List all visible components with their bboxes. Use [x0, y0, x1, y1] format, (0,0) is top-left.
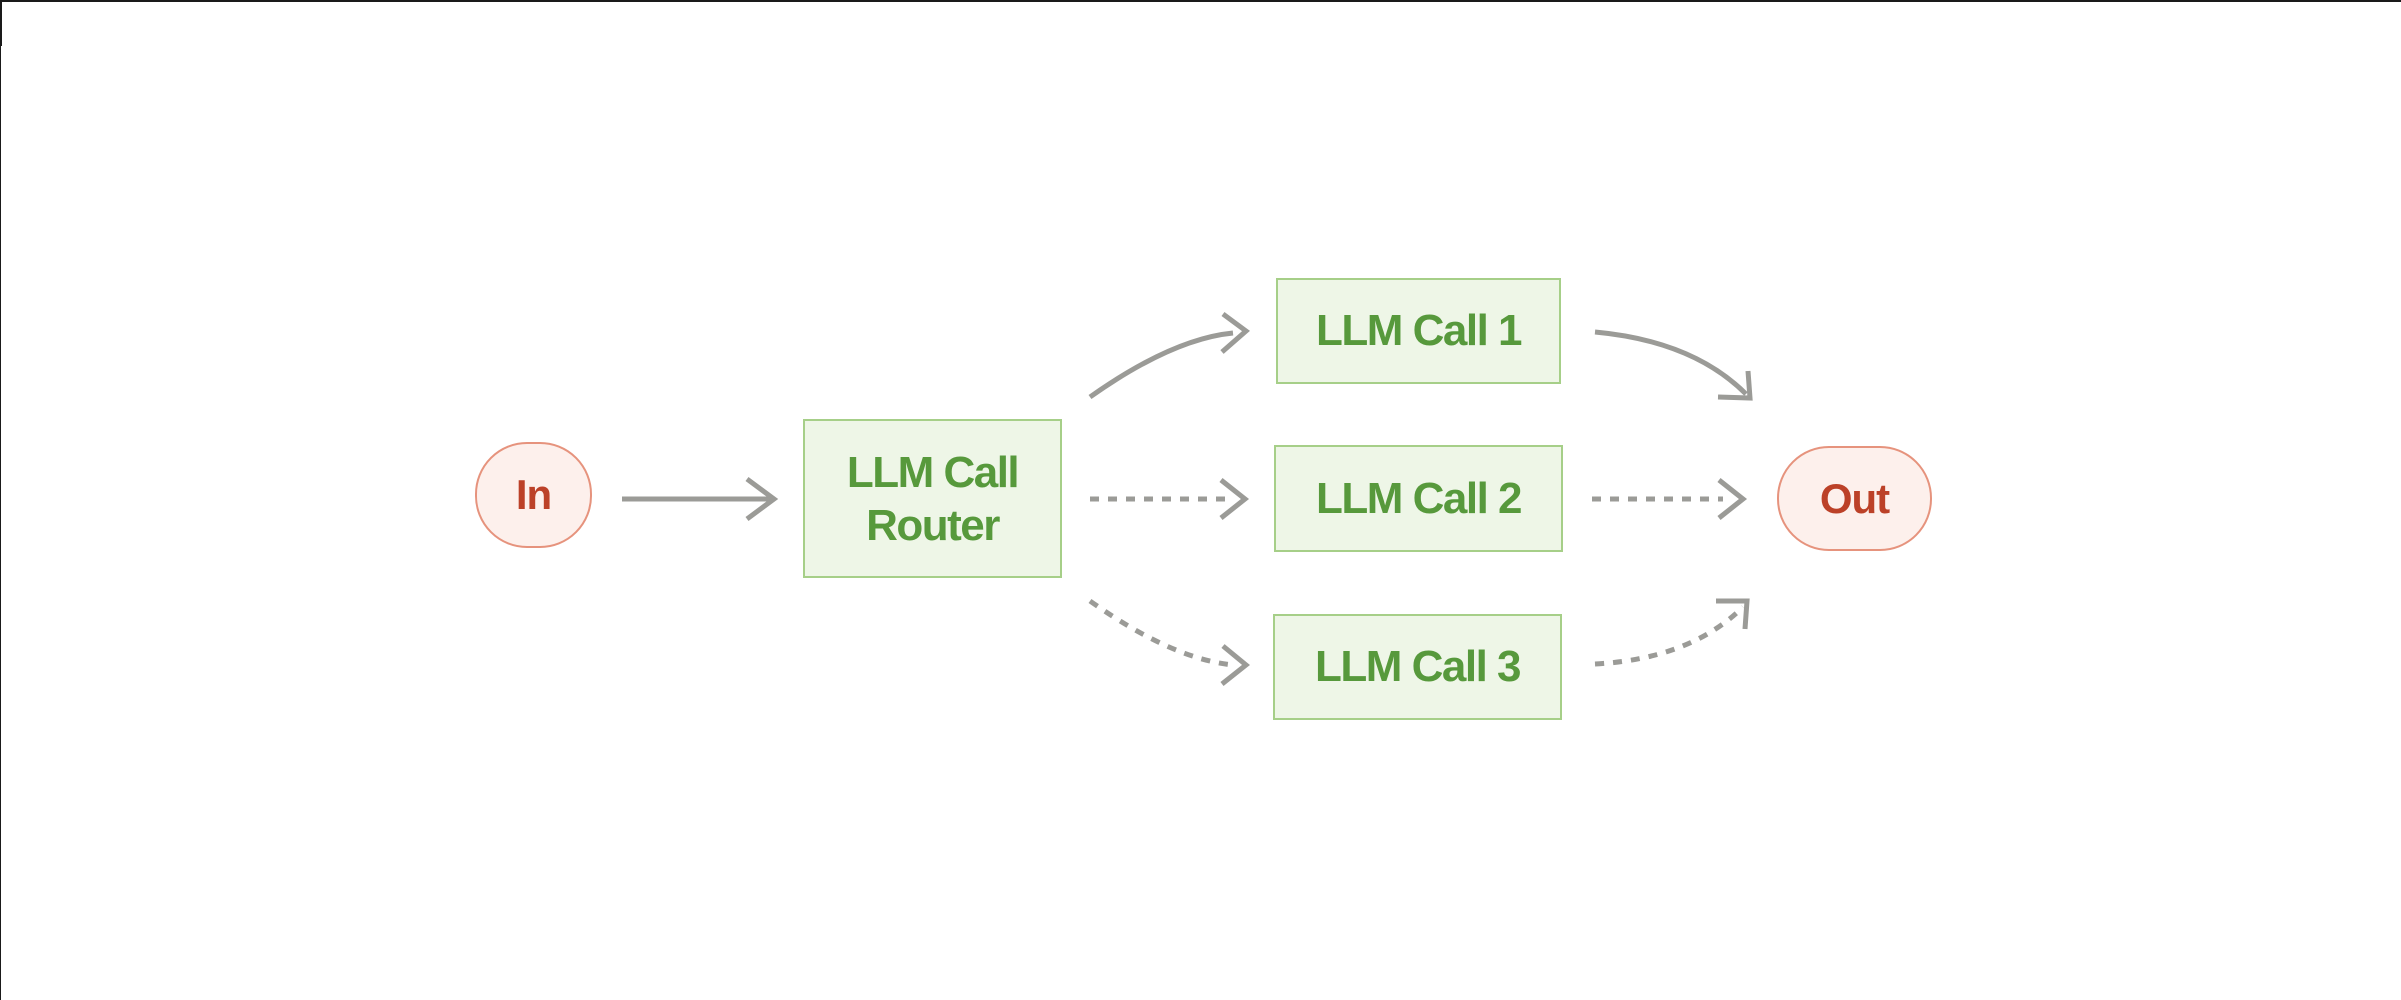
edge-line: [1594, 605, 1745, 667]
node-llm-call-1: LLM Call 1: [1276, 278, 1561, 384]
edge-router-to-call3: [1088, 598, 1250, 686]
node-llm-call-3-label: LLM Call 3: [1314, 642, 1522, 691]
edge-router-to-call1: [1088, 311, 1250, 400]
arrowhead-icon: [1717, 370, 1753, 401]
edge-in-to-router: [622, 476, 779, 522]
arrowhead-icon: [1219, 478, 1250, 520]
node-out-label: Out: [1819, 474, 1890, 522]
edge-line: [1594, 329, 1748, 396]
edge-call1-to-out: [1594, 329, 1753, 401]
node-out: Out: [1777, 446, 1932, 551]
node-router-label-line1: LLM Call: [846, 447, 1020, 497]
edge-call2-to-out: [1592, 478, 1748, 520]
node-in: In: [475, 442, 592, 548]
arrowhead-icon: [1220, 311, 1250, 354]
edge-router-to-call2: [1090, 478, 1250, 520]
node-llm-call-3: LLM Call 3: [1273, 614, 1562, 720]
arrowhead-icon: [745, 476, 779, 522]
node-router-label-line2: Router: [866, 500, 1000, 550]
node-llm-call-2-label: LLM Call 2: [1315, 473, 1523, 523]
edge-line: [1088, 598, 1234, 668]
arrowhead-icon: [1220, 644, 1250, 686]
edge-line: [1088, 330, 1234, 400]
window-left-edge-notch: [0, 0, 2, 46]
node-in-label: In: [515, 471, 552, 518]
node-llm-call-2: LLM Call 2: [1274, 445, 1563, 552]
window-left-edge: [0, 0, 1, 1000]
node-llm-call-1-label: LLM Call 1: [1315, 306, 1523, 355]
window-top-edge: [0, 0, 2401, 2]
arrowhead-icon: [1716, 598, 1750, 630]
edge-call3-to-out: [1594, 598, 1750, 667]
node-router-label: LLM Call Router: [846, 446, 1020, 552]
node-llm-call-router: LLM Call Router: [803, 419, 1062, 578]
arrowhead-icon: [1717, 478, 1748, 520]
